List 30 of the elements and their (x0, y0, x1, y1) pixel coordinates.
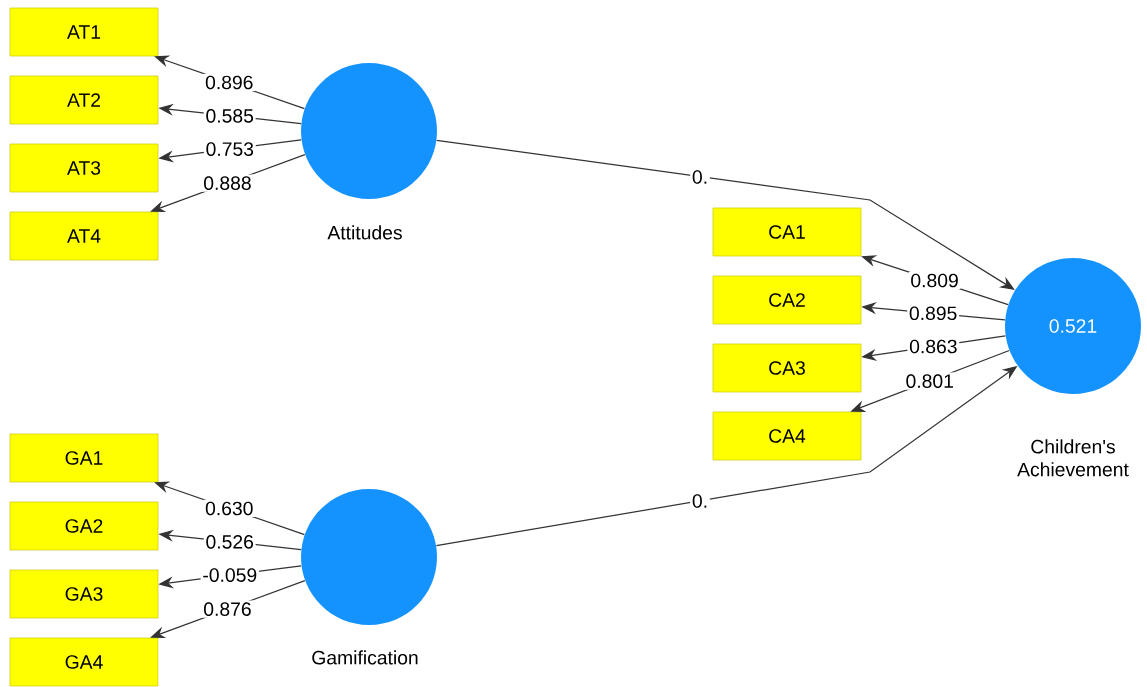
indicator-box: CA1 (712, 207, 862, 257)
indicator-box: CA4 (712, 411, 862, 461)
indicator-box: GA2 (9, 501, 159, 551)
indicator-box: GA4 (9, 637, 159, 687)
indicator-box: CA3 (712, 343, 862, 393)
edge-label: 0.863 (907, 337, 960, 356)
construct-label: Gamification (312, 650, 418, 665)
arrow (436, 139, 1015, 290)
indicator-box: AT1 (9, 7, 159, 57)
indicator-box: GA1 (9, 433, 159, 483)
edge-label: 0.895 (907, 304, 960, 322)
indicator-box: AT4 (9, 211, 159, 261)
edge-label: 0.888 (201, 174, 254, 192)
edge-label: 0.526 (203, 533, 256, 551)
edge-label: 0.585 (203, 107, 256, 125)
edge-label: 0. (690, 168, 710, 186)
construct-label: Attitudes (327, 225, 402, 240)
construct-label: Children's Achievement (1017, 439, 1129, 477)
edge-label: 0.876 (201, 600, 254, 618)
edge-label: 0.630 (203, 499, 256, 518)
indicator-box: CA2 (712, 275, 862, 325)
indicator-box: AT2 (9, 75, 159, 125)
edge-label: 0.801 (903, 372, 956, 390)
edge-label: 0.896 (203, 73, 256, 92)
edge-label: 0.809 (908, 271, 961, 290)
edge-label: 0.753 (203, 140, 256, 158)
indicator-box: GA3 (9, 569, 159, 619)
edge-label: -0.059 (200, 566, 259, 584)
indicator-box: AT3 (9, 143, 159, 193)
edge-label: 0. (690, 492, 710, 510)
